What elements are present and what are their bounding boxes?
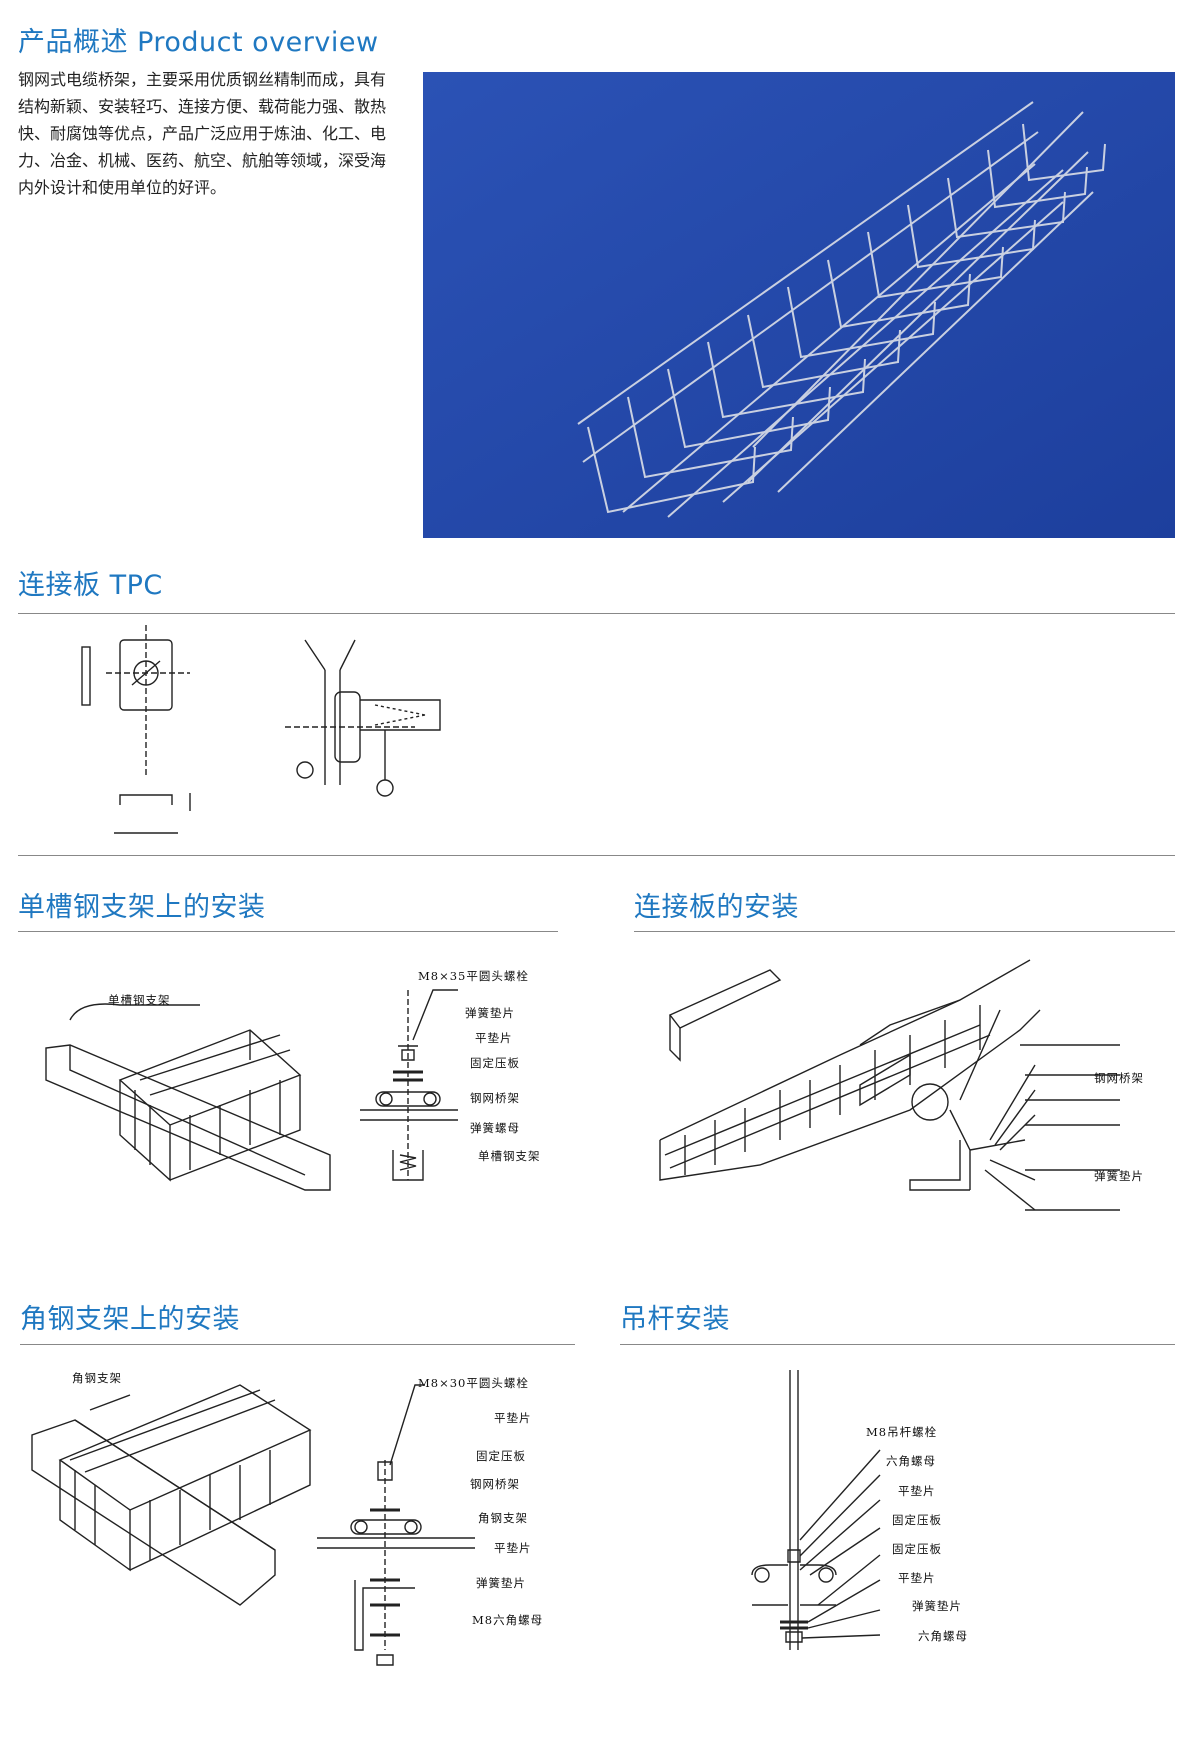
overview-text: 钢网式电缆桥架，主要采用优质钢丝精制而成，具有结构新颖、安装轻巧、连接方便、载荷…: [18, 70, 387, 197]
angle-label-bracket: 角钢支架: [72, 1371, 122, 1385]
channel-label-tray: 钢网桥架: [470, 1091, 520, 1105]
channel-label-bolt: M8×35平圆头螺栓: [418, 969, 529, 983]
angle-detail-drawing: [317, 1384, 475, 1666]
rod-label-clamp: 固定压板: [892, 1513, 942, 1527]
channel-label-clamp: 固定压板: [470, 1056, 520, 1070]
angle-label-flat-washer: 平垫片: [494, 1411, 532, 1425]
rod-label-hex-nut: 六角螺母: [886, 1454, 936, 1468]
overview-title: 产品概述 Product overview: [18, 27, 379, 58]
tpc-title: 连接板 TPC: [18, 570, 163, 601]
rod-install-title: 吊杆安装: [620, 1304, 730, 1335]
divider: [18, 931, 558, 932]
plate-label-spring-washer: 弹簧垫片: [1094, 1169, 1144, 1183]
rod-install-drawing: [751, 1370, 881, 1650]
plate-label-tray: 钢网桥架: [1094, 1071, 1144, 1085]
tpc-plate-drawing: [81, 625, 191, 834]
divider: [620, 1344, 1175, 1345]
wire-tray-image: [423, 72, 1175, 538]
rod-label-clamp2: 固定压板: [892, 1542, 942, 1556]
channel-label-flat-washer: 平垫片: [475, 1031, 513, 1045]
channel-detail-drawing: [360, 989, 458, 1181]
channel-install-title: 单槽钢支架上的安装: [18, 892, 266, 923]
divider: [18, 613, 610, 614]
channel-label-bracket: 单槽钢支架: [108, 993, 171, 1007]
tpc-section-drawing: [285, 639, 441, 797]
rod-label-hex-nut2: 六角螺母: [918, 1629, 968, 1643]
rod-label-bolt: M8吊杆螺栓: [866, 1425, 938, 1439]
angle-label-flat-washer2: 平垫片: [494, 1541, 532, 1555]
angle-install-drawing: [31, 1384, 312, 1606]
divider: [20, 1344, 575, 1345]
angle-label-tray: 钢网桥架: [470, 1477, 520, 1491]
angle-label-nut: M8六角螺母: [472, 1613, 544, 1627]
angle-label-bracket2: 角钢支架: [478, 1511, 528, 1525]
angle-label-clamp: 固定压板: [476, 1449, 526, 1463]
angle-label-spring-washer: 弹簧垫片: [476, 1576, 526, 1590]
divider: [18, 855, 1175, 856]
cable-tray-photo: [423, 72, 1175, 538]
divider: [634, 931, 1175, 932]
angle-label-bolt: M8×30平圆头螺栓: [418, 1376, 529, 1390]
plate-install-title: 连接板的安装: [634, 892, 799, 923]
channel-label-spring-washer: 弹簧垫片: [465, 1006, 515, 1020]
channel-label-bracket2: 单槽钢支架: [478, 1149, 541, 1163]
channel-install-drawing: [45, 1003, 331, 1191]
rod-label-spring-washer: 弹簧垫片: [912, 1599, 962, 1613]
plate-install-drawing: [659, 959, 1120, 1211]
angle-install-title: 角钢支架上的安装: [20, 1304, 240, 1335]
rod-label-flat-washer2: 平垫片: [898, 1571, 936, 1585]
channel-label-nut: 弹簧螺母: [470, 1121, 520, 1135]
rod-label-flat-washer: 平垫片: [898, 1484, 936, 1498]
divider: [610, 613, 1175, 614]
